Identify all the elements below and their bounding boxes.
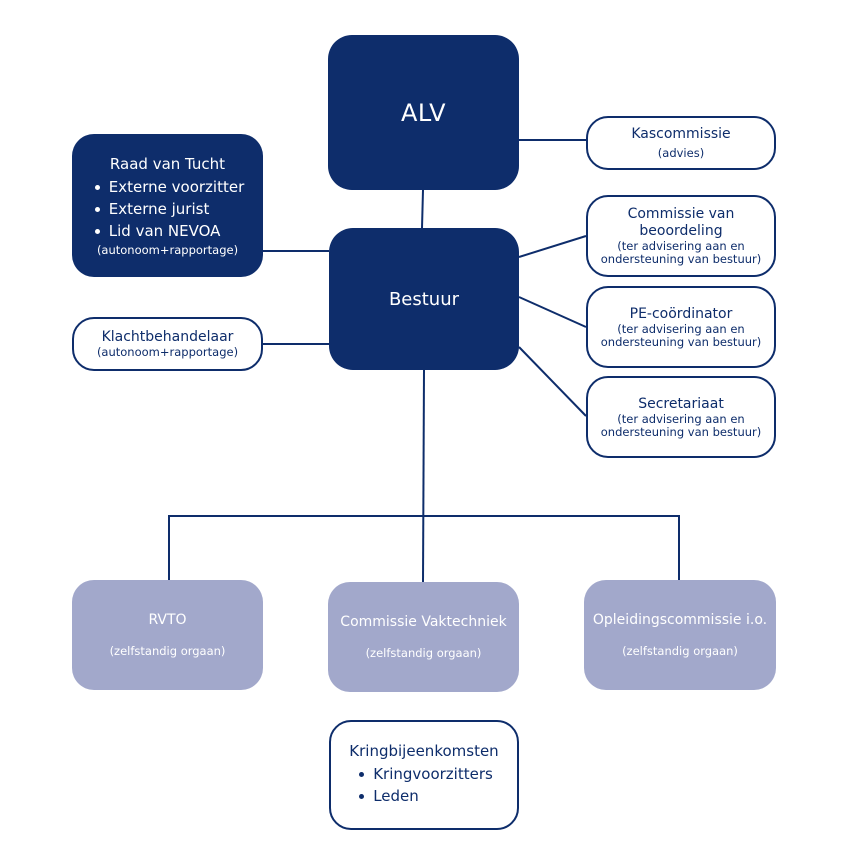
- pe-title: PE-coördinator: [629, 305, 733, 322]
- bestuur-box: Bestuur: [329, 228, 519, 370]
- opleiding-title: Opleidingscommissie i.o.: [592, 612, 768, 628]
- secretariaat-note-1: (ter advisering aan en: [617, 411, 745, 426]
- raad-van-tucht-box: Raad van Tucht Externe voorzitter Extern…: [72, 134, 263, 277]
- rvto-box: RVTO (zelfstandig orgaan): [72, 580, 263, 690]
- beoordeling-title-1: Commissie van: [627, 206, 735, 222]
- secretariaat-note-2: ondersteuning van bestuur): [600, 424, 762, 439]
- kas-title: Kascommissie: [631, 126, 731, 142]
- secretariaat-title: Secretariaat: [638, 395, 724, 412]
- secretariaat-box: Secretariaat (ter advisering aan en onde…: [586, 376, 776, 458]
- list-item: Kringvoorzitters: [355, 763, 493, 785]
- list-item: Lid van NEVOA: [91, 220, 244, 242]
- commissie-beoordeling-box: Commissie van beoordeling (ter adviserin…: [586, 195, 776, 277]
- rvto-title: RVTO: [148, 612, 187, 628]
- list-item: Leden: [355, 785, 493, 807]
- line-alv-bestuur: [421, 189, 424, 229]
- line-bestuur-beoordeling: [518, 235, 587, 258]
- klachtbehandelaar-box: Klachtbehandelaar (autonoom+rapportage): [72, 317, 263, 371]
- kring-list: Kringvoorzitters Leden: [355, 763, 493, 807]
- raad-list: Externe voorzitter Externe jurist Lid va…: [91, 176, 244, 242]
- raad-title: Raad van Tucht: [109, 154, 226, 173]
- commissie-vaktechniek-box: Commissie Vaktechniek (zelfstandig orgaa…: [328, 582, 519, 692]
- line-bestuur-pe: [518, 296, 587, 328]
- beoordeling-note-2: ondersteuning van bestuur): [600, 252, 762, 266]
- vaktechniek-title: Commissie Vaktechniek: [340, 614, 507, 630]
- pe-coordinator-box: PE-coördinator (ter advisering aan en on…: [586, 286, 776, 368]
- kringbijeenkomsten-box: Kringbijeenkomsten Kringvoorzitters Lede…: [329, 720, 519, 830]
- opleidingscommissie-box: Opleidingscommissie i.o. (zelfstandig or…: [584, 580, 776, 690]
- klacht-note: (autonoom+rapportage): [96, 345, 239, 359]
- opleiding-note: (zelfstandig orgaan): [622, 644, 738, 658]
- rvto-note: (zelfstandig orgaan): [109, 644, 226, 658]
- line-bestuur-vaktechniek: [422, 369, 425, 583]
- line-rvto-opleiding: [168, 515, 680, 580]
- list-item: Externe jurist: [91, 198, 244, 220]
- line-bestuur-secretariaat: [518, 346, 587, 417]
- kascommissie-box: Kascommissie (advies): [586, 116, 776, 170]
- klacht-title: Klachtbehandelaar: [101, 329, 234, 345]
- beoordeling-title-2: beoordeling: [639, 223, 723, 239]
- kas-note: (advies): [657, 146, 705, 160]
- beoordeling-note-1: (ter advisering aan en: [617, 239, 745, 253]
- kring-title: Kringbijeenkomsten: [349, 741, 499, 760]
- list-item: Externe voorzitter: [91, 176, 244, 198]
- vaktechniek-note: (zelfstandig orgaan): [365, 646, 482, 660]
- raad-note: (autonoom+rapportage): [96, 242, 239, 257]
- pe-note-2: ondersteuning van bestuur): [600, 334, 762, 349]
- bestuur-title: Bestuur: [388, 288, 460, 310]
- alv-box: ALV: [328, 35, 519, 190]
- alv-title: ALV: [400, 98, 447, 127]
- pe-note-1: (ter advisering aan en: [617, 321, 745, 336]
